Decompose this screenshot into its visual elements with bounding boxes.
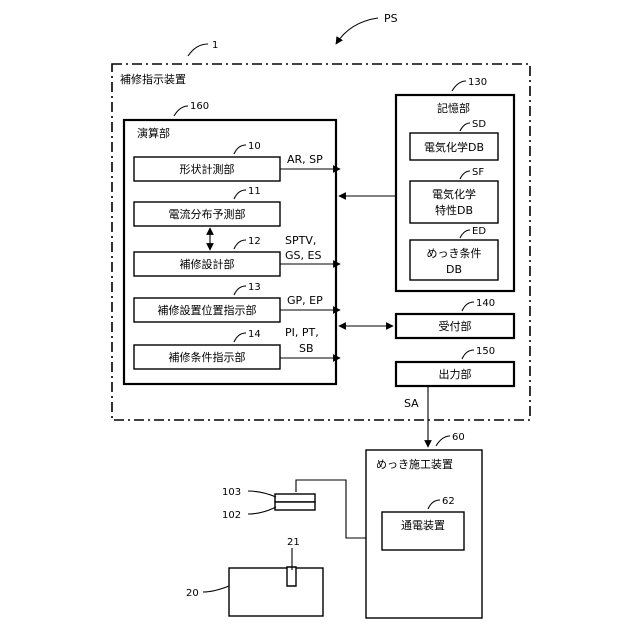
sf-db-label-1: 電気化学 xyxy=(432,187,476,201)
current-prediction-label: 電流分布予測部 xyxy=(169,207,246,221)
plating-apparatus-label: めっき施工装置 xyxy=(376,458,453,471)
probe-top-ref: 103 xyxy=(222,487,241,498)
current-ref: 11 xyxy=(248,186,261,197)
energizing-device-label: 通電装置 xyxy=(401,519,445,532)
shape-ref: 10 xyxy=(248,141,261,152)
design-output-signal-2: GS, ES xyxy=(285,249,321,262)
receiver-label: 受付部 xyxy=(439,319,472,333)
condition-ref: 14 xyxy=(248,329,261,340)
device-title: 補修指示装置 xyxy=(120,72,186,86)
compute-ref: 160 xyxy=(190,101,209,112)
position-output-signal: GP, EP xyxy=(287,294,323,307)
output-ref: 150 xyxy=(476,346,495,357)
ed-ref: ED xyxy=(472,226,486,237)
position-ref: 13 xyxy=(248,282,261,293)
ed-db-label-2: DB xyxy=(446,263,462,276)
energize-ref: 62 xyxy=(442,496,455,507)
receiver-ref-leader xyxy=(462,302,474,311)
shape-measurement-label: 形状計測部 xyxy=(180,162,235,176)
ps-leader xyxy=(336,18,378,44)
repair-condition-label: 補修条件指示部 xyxy=(169,350,246,364)
repair-design-label: 補修設計部 xyxy=(180,257,235,271)
design-ref: 12 xyxy=(248,236,261,247)
memory-ref-leader xyxy=(452,81,466,91)
output-signal: SA xyxy=(404,397,419,410)
compute-ref-leader xyxy=(174,106,188,116)
probe-upper xyxy=(275,494,315,502)
sd-ref: SD xyxy=(472,119,486,130)
target-ref: 20 xyxy=(186,588,199,599)
slot-ref: 21 xyxy=(287,537,300,548)
memory-unit-title: 記憶部 xyxy=(437,101,470,115)
output-label: 出力部 xyxy=(439,367,472,381)
sd-db-label: 電気化学DB xyxy=(424,140,484,154)
repair-position-label: 補修設置位置指示部 xyxy=(158,303,257,317)
device-ref: 1 xyxy=(212,40,218,51)
plating-ref: 60 xyxy=(452,432,465,443)
shape-output-signal: AR, SP xyxy=(287,153,323,166)
output-ref-leader xyxy=(462,350,474,359)
device-ref-leader xyxy=(188,44,208,56)
probe-top-leader xyxy=(248,491,276,497)
probe-bottom-ref: 102 xyxy=(222,510,241,521)
receiver-ref: 140 xyxy=(476,298,495,309)
target-object xyxy=(229,568,323,616)
probe-bottom-leader xyxy=(248,507,276,514)
compute-unit-title: 演算部 xyxy=(137,126,170,140)
sf-db-label-2: 特性DB xyxy=(435,203,473,217)
probe-lower xyxy=(275,502,315,510)
ps-label: PS xyxy=(384,12,398,25)
memory-ref: 130 xyxy=(468,77,487,88)
design-output-signal-1: SPTV, xyxy=(285,234,316,247)
ed-db-label-1: めっき条件 xyxy=(427,246,482,260)
plating-ref-leader xyxy=(436,436,450,446)
condition-output-signal-1: PI, PT, xyxy=(285,326,319,339)
condition-output-signal-2: SB xyxy=(299,342,314,355)
target-ref-leader xyxy=(203,586,229,592)
sf-ref: SF xyxy=(472,167,484,178)
